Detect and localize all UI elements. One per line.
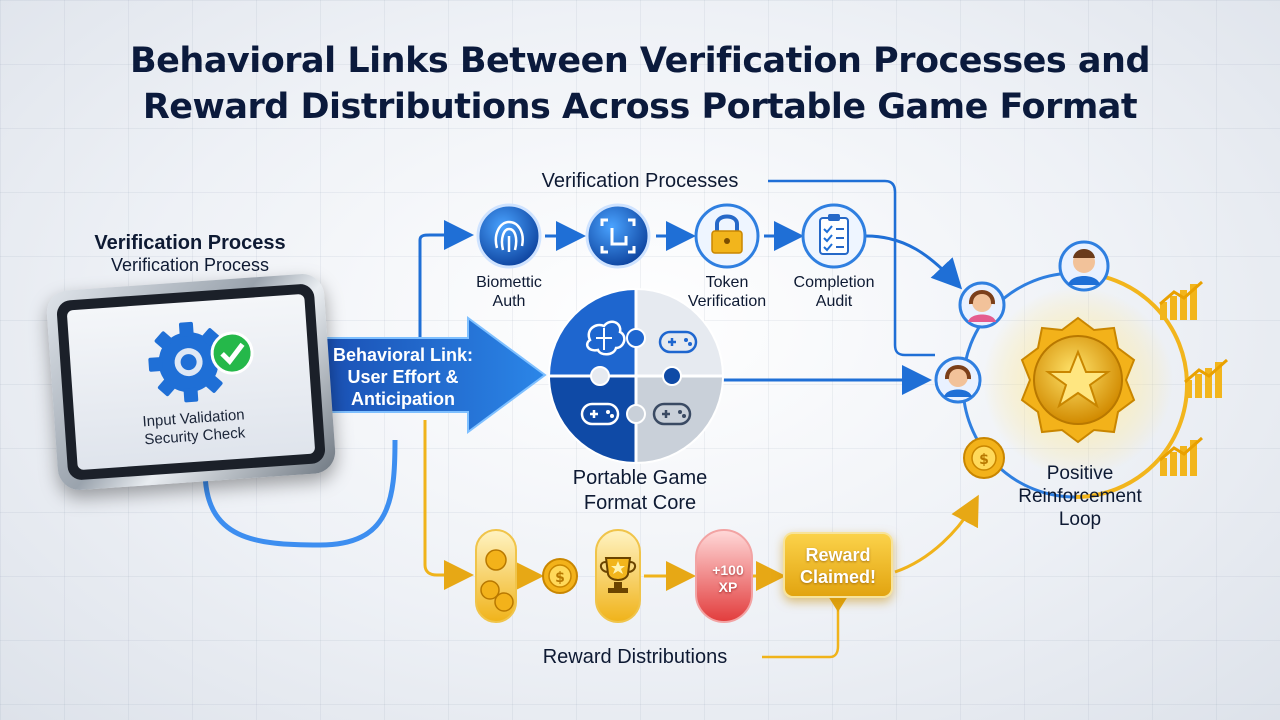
- behavioral-link-arrow: [317, 316, 547, 434]
- xp-label: +100 XP: [712, 562, 744, 595]
- step-label-biometric: Biomettic Auth: [476, 274, 542, 310]
- reward-distributions-label: Reward Distributions: [542, 646, 728, 668]
- face-scan-icon: [585, 203, 651, 269]
- connector-to-rewards: [423, 420, 474, 590]
- brain-icon: [586, 320, 626, 356]
- growth-chart-icon: [1184, 358, 1228, 398]
- gamepad-icon: [658, 330, 698, 354]
- tablet-loop-line: [202, 439, 398, 548]
- trophy-capsule-icon: [595, 529, 641, 623]
- fingerprint-icon: [476, 203, 542, 269]
- gear-check-icon: [148, 321, 254, 403]
- growth-chart-icon: [1159, 280, 1203, 320]
- title-line-2: Reward Distributions Across Portable Gam…: [142, 87, 1138, 127]
- svg-text:$: $: [555, 570, 565, 586]
- step-label-audit: Completion Audit: [793, 274, 875, 310]
- svg-text:$: $: [979, 452, 989, 468]
- user-avatar-icon: [934, 356, 982, 404]
- gamepad-icon: [580, 402, 620, 426]
- growth-chart-icon: [1159, 436, 1203, 476]
- input-panel-heading: Verification Process Verification Proces…: [60, 232, 320, 276]
- core-label: Portable Game Format Core: [572, 467, 708, 514]
- input-panel-subtitle: Verification Process: [110, 255, 270, 275]
- clipboard-checklist-icon: [801, 203, 867, 269]
- user-avatar-icon: [958, 281, 1006, 329]
- connector-to-steps: [418, 220, 474, 340]
- loop-label: Positive Reinforcement Loop: [1018, 463, 1142, 530]
- puzzle-core-icon: [548, 288, 724, 464]
- reward-claimed-badge: Reward Claimed!: [783, 532, 893, 598]
- gold-coin-icon: $: [542, 558, 578, 594]
- tablet-screen: Input Validation Security Check: [66, 293, 316, 471]
- page-title: Behavioral Links Between Verification Pr…: [0, 38, 1280, 130]
- behavioral-link-label: Behavioral Link: User Effort & Anticipat…: [332, 345, 474, 409]
- gold-coin-icon: $: [963, 437, 1005, 479]
- verification-processes-label: Verification Processes: [541, 170, 739, 192]
- xp-capsule-icon: [695, 529, 753, 623]
- input-panel-title: Verification Process: [94, 232, 286, 254]
- coin-capsule-icon: [475, 529, 517, 623]
- user-avatar-icon: [1058, 240, 1110, 292]
- title-line-1: Behavioral Links Between Verification Pr…: [129, 41, 1151, 81]
- tablet-screen-text: Input Validation Security Check: [141, 406, 246, 449]
- step-label-token: Token Verification: [687, 274, 767, 310]
- padlock-icon: [694, 203, 760, 269]
- gold-star-medal-icon: [1020, 316, 1136, 444]
- gamepad-icon: [652, 402, 692, 426]
- tablet-device: Input Validation Security Check: [45, 272, 337, 492]
